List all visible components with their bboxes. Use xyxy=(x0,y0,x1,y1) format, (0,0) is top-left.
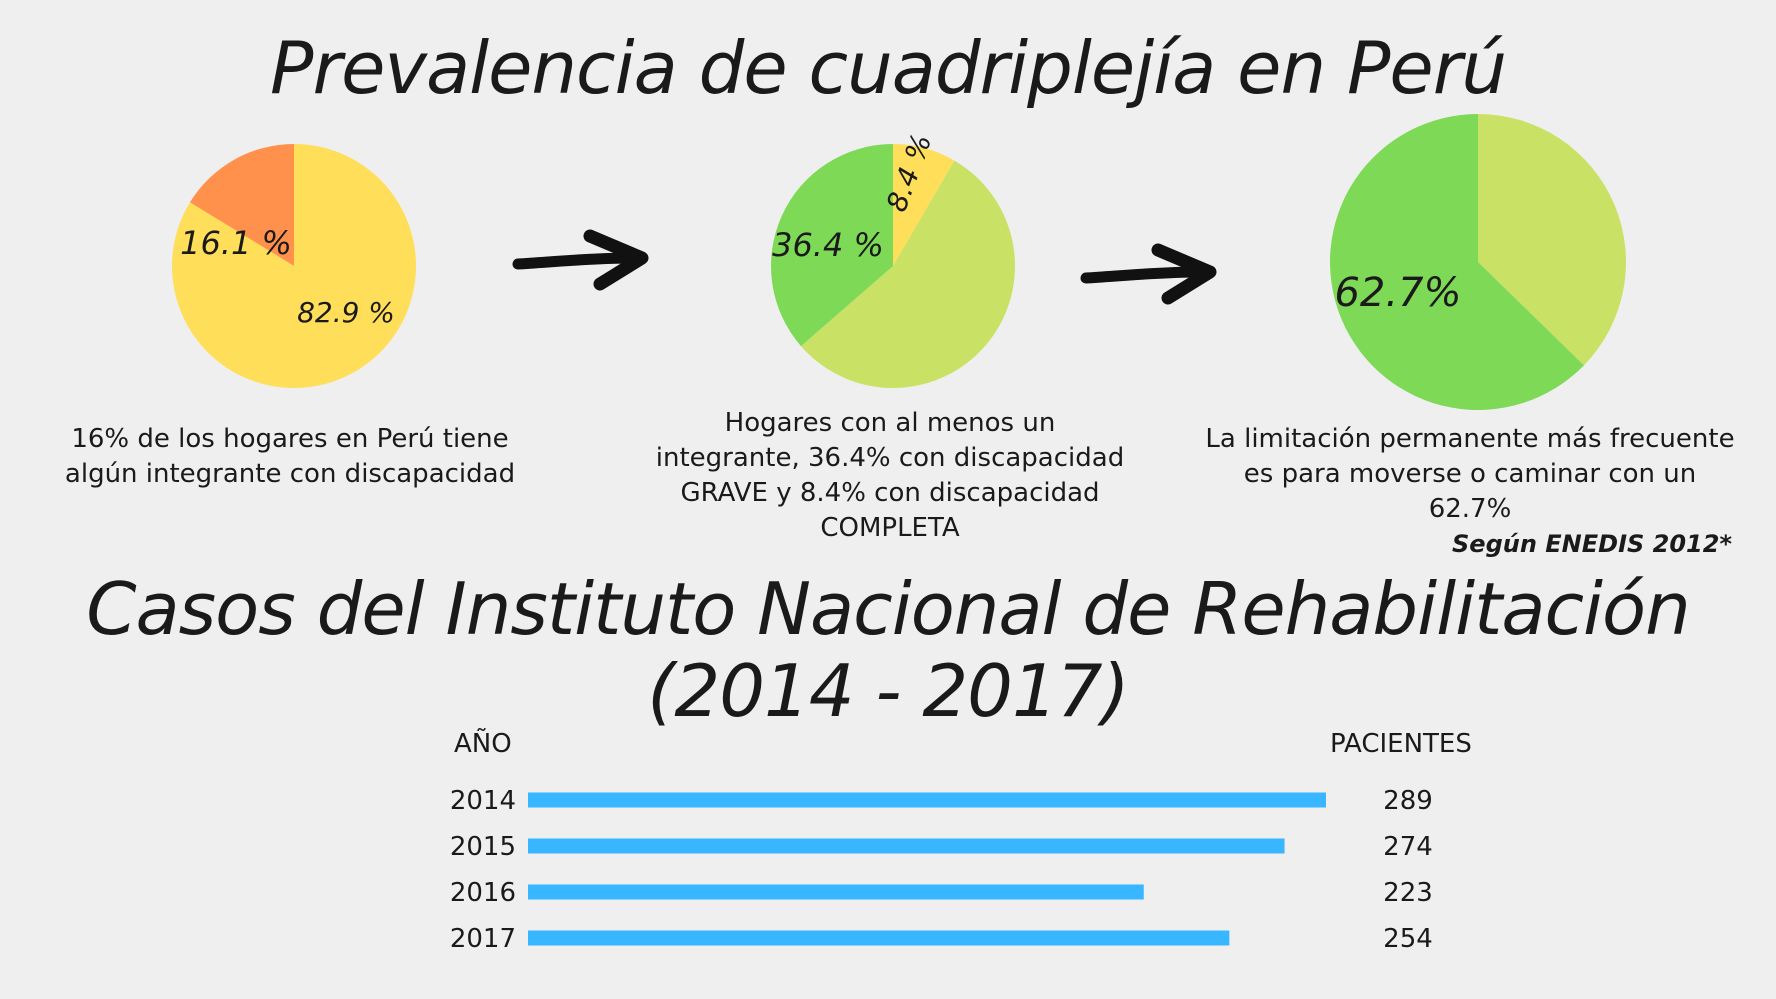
bar xyxy=(528,884,1144,900)
pie-slice xyxy=(771,144,893,347)
year-label: 2016 xyxy=(450,878,516,908)
pie-slice xyxy=(1478,114,1626,366)
bar xyxy=(528,930,1230,946)
y-axis-header: AÑO xyxy=(454,727,512,759)
caption-households: 16% de los hogares en Perú tiene algún i… xyxy=(64,424,516,489)
bar xyxy=(528,792,1326,808)
section-title: Casos del Instituto Nacional de Rehabili… xyxy=(0,568,1776,732)
x-axis-header: PACIENTES xyxy=(1330,729,1472,759)
patient-count-label: 254 xyxy=(1383,924,1433,954)
section-title-line1: Casos del Instituto Nacional de Rehabili… xyxy=(86,567,1690,651)
pie-slice xyxy=(800,160,1015,389)
pie-slice xyxy=(172,144,416,389)
pie-slice-label: 82.9 % xyxy=(297,296,395,329)
source-note: Según ENEDIS 2012* xyxy=(1452,530,1732,558)
year-label: 2014 xyxy=(450,786,516,816)
page-title: Prevalencia de cuadriplejía en Perú xyxy=(270,26,1507,110)
pie-slice xyxy=(1329,114,1584,411)
pie-chart-limitation: 62.7% xyxy=(1329,114,1626,411)
year-label: 2017 xyxy=(450,924,516,954)
pie-slice-label: 36.4 % xyxy=(772,226,884,264)
pie-chart-severity: 8.4 %36.4 % xyxy=(771,129,1015,389)
bar xyxy=(528,838,1285,854)
bar-chart-inr-patients: AÑO PACIENTES 2014 289 2015 274 2016 223 2017 254 xyxy=(450,727,1472,954)
year-label: 2015 xyxy=(450,832,516,862)
pie-slice-label: 62.7% xyxy=(1334,270,1461,316)
pie-chart-households: 16.1 % 82.9 % xyxy=(172,144,416,389)
pie-slice xyxy=(189,144,294,266)
pie-slice-label: 16.1 % xyxy=(180,224,292,262)
patient-count-label: 289 xyxy=(1383,786,1433,816)
patient-count-label: 223 xyxy=(1383,878,1433,908)
pie-slice xyxy=(893,144,955,266)
section-title-line2: (2014 - 2017) xyxy=(647,649,1129,733)
patient-count-label: 274 xyxy=(1383,832,1433,862)
arrow-right-icon xyxy=(512,229,649,291)
arrow-right-icon xyxy=(1080,243,1217,305)
caption-severity: Hogares con al menos un integrante, 36.4… xyxy=(655,408,1125,543)
caption-limitation: La limitación permanente más frecuente e… xyxy=(1205,424,1735,524)
